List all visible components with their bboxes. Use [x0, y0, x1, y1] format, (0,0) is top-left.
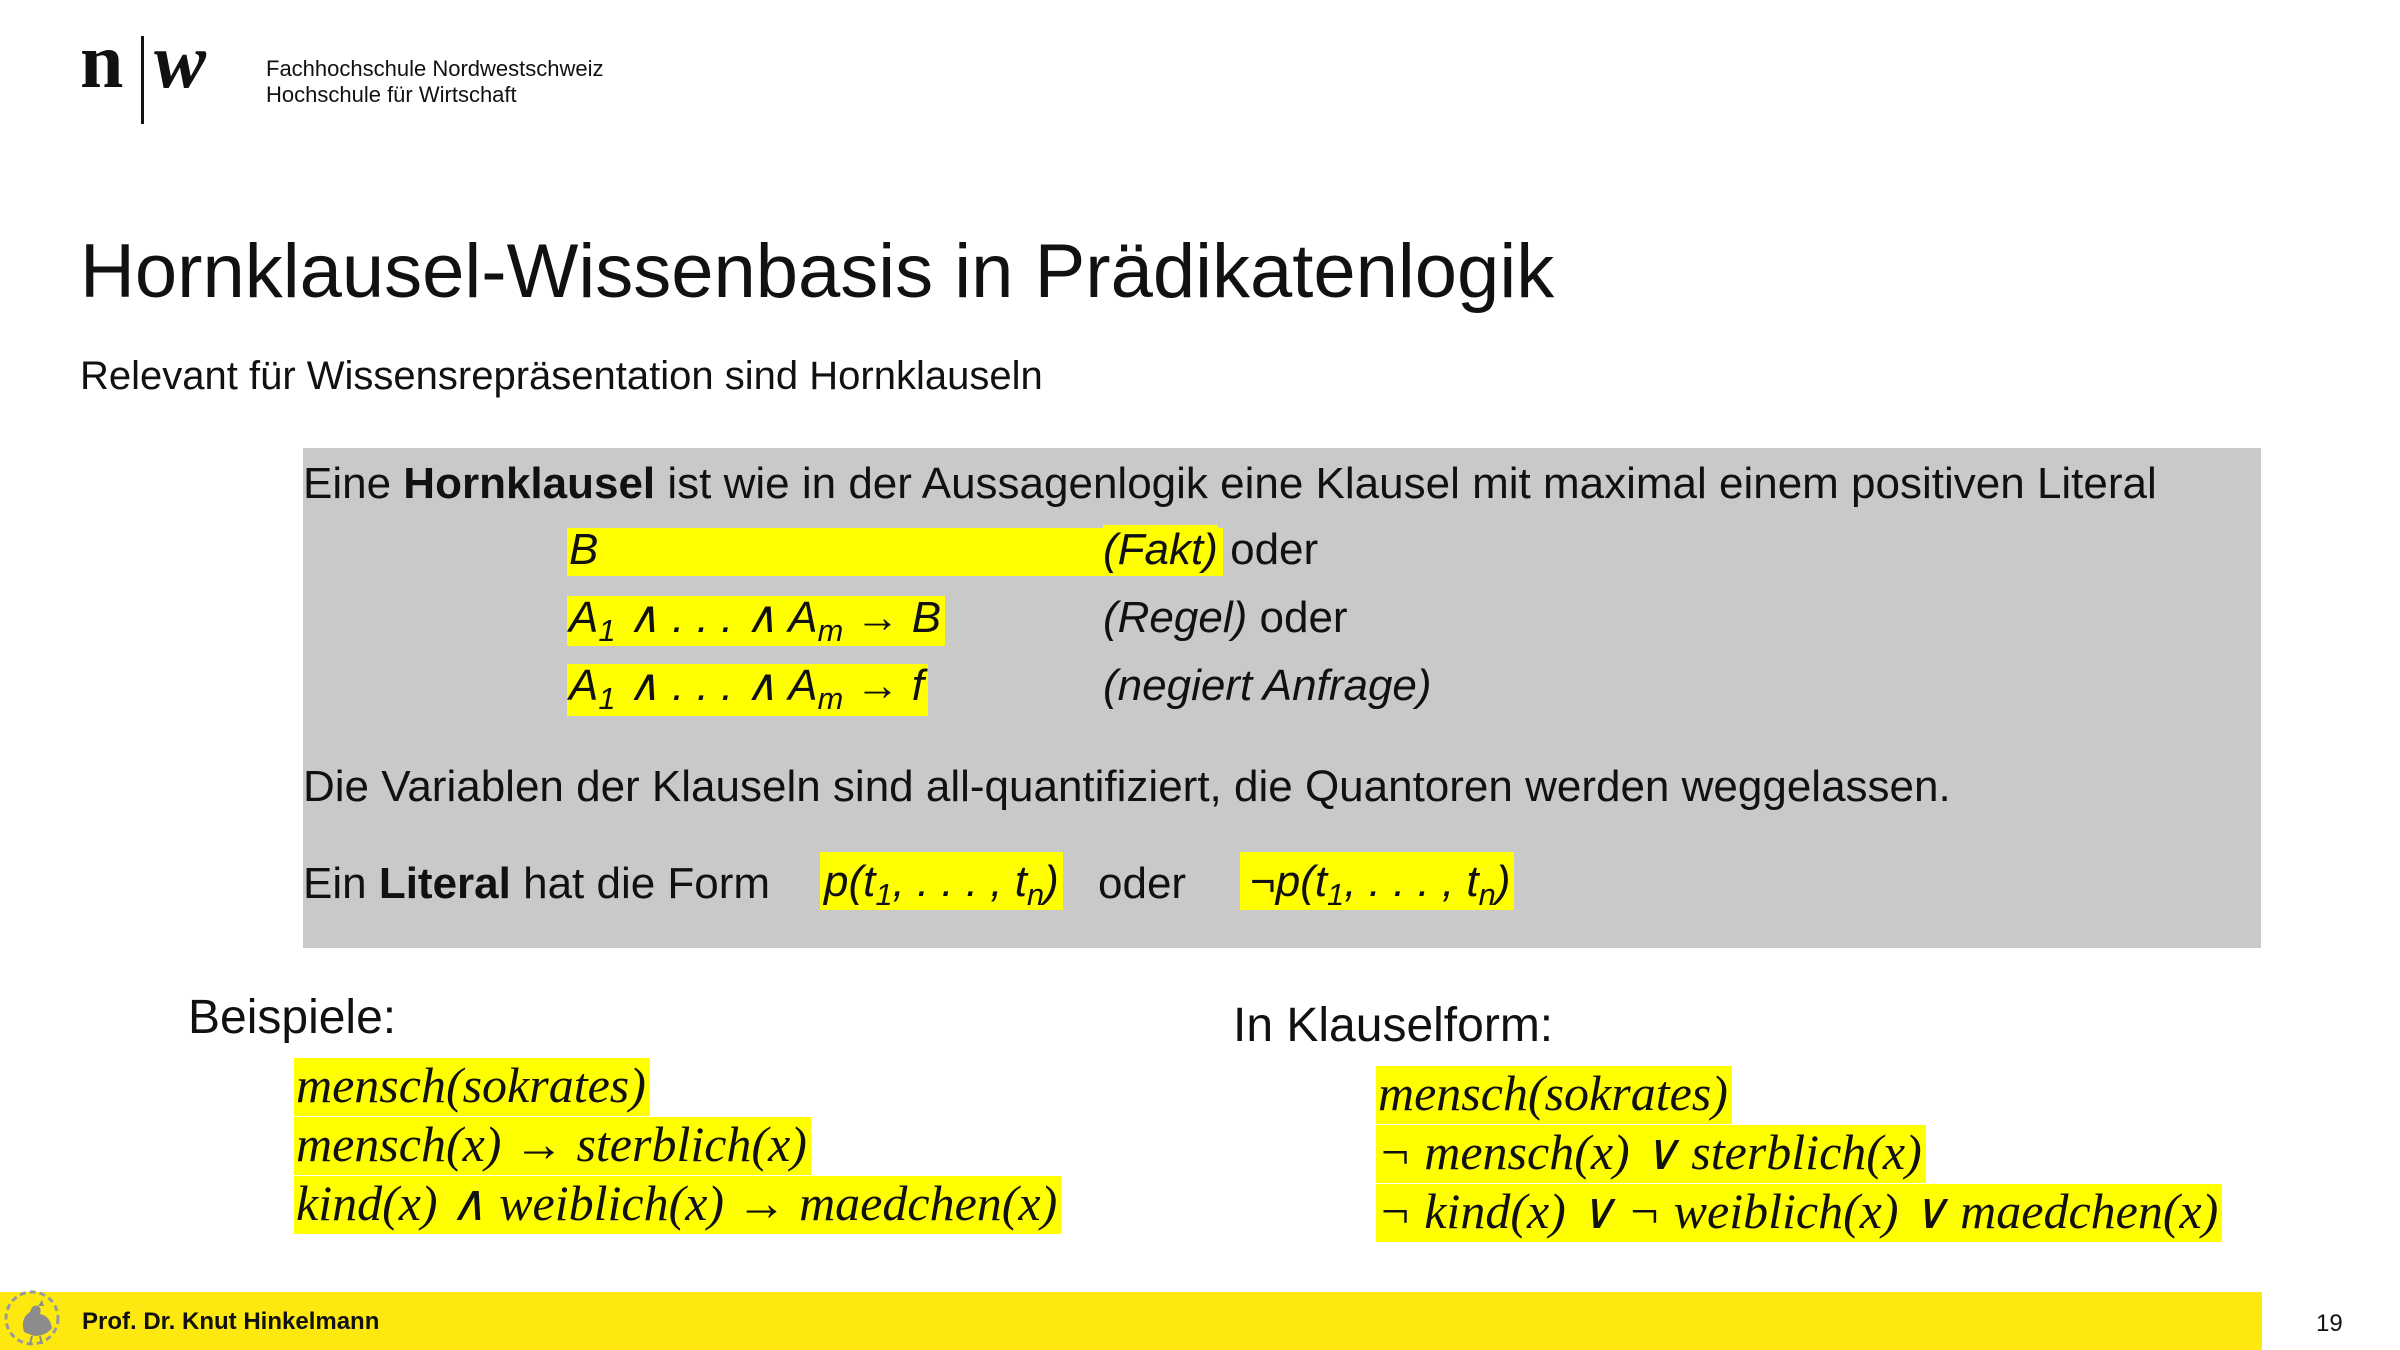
klauselform-heading: In Klauselform:: [1233, 999, 1554, 1052]
rooster-logo-icon: [4, 1290, 60, 1346]
regel-label: (Regel) oder: [1103, 593, 1348, 642]
footer-bar: [0, 1292, 2262, 1350]
literal-oder: oder: [1098, 859, 1187, 908]
clause-rule: ¬ kind(x) ∨ ¬ weiblich(x) ∨ maedchen(x): [1376, 1184, 2223, 1242]
literal-term: Literal: [378, 859, 511, 908]
clause-rule: ¬ mensch(x) ∨ sterblich(x): [1376, 1125, 1926, 1183]
logo-divider: [141, 36, 144, 124]
institution-name: Fachhochschule Nordwestschweiz: [266, 56, 604, 81]
anfrage-formula: A1 ∧ . . . ∧ Am → f: [567, 664, 928, 716]
school-name: Hochschule für Wirtschaft: [266, 82, 517, 107]
logo-n-letter: n: [80, 17, 124, 104]
literal-definition: Ein Literal hat die Form: [303, 859, 771, 908]
logo-w-letter: w: [154, 17, 207, 104]
definition-line: Eine Hornklausel ist wie in der Aussagen…: [303, 459, 2157, 508]
negative-literal-formula: ¬p(t1, . . . , tn): [1240, 852, 1515, 910]
clause-fact: mensch(sokrates): [1376, 1066, 1732, 1124]
positive-literal-formula: p(t1, . . . , tn): [820, 852, 1063, 910]
example-rule: mensch(x) → sterblich(x): [294, 1117, 811, 1175]
slide-subtitle: Relevant für Wissensrepräsentation sind …: [80, 354, 1043, 398]
author-name: Prof. Dr. Knut Hinkelmann: [82, 1308, 380, 1335]
page-number: 19: [2316, 1310, 2343, 1337]
beispiele-heading: Beispiele:: [188, 991, 397, 1044]
slide-title: Hornklausel-Wissenbasis in Prädikatenlog…: [80, 229, 1555, 314]
example-rule: kind(x) ∧ weiblich(x) → maedchen(x): [294, 1176, 1062, 1234]
fakt-label: (Fakt) oder: [1103, 525, 1319, 574]
anfrage-label: (negiert Anfrage): [1103, 661, 1432, 710]
hornklausel-term: Hornklausel: [403, 459, 656, 508]
regel-formula: A1 ∧ . . . ∧ Am → B: [567, 596, 946, 646]
example-fact: mensch(sokrates): [294, 1058, 650, 1116]
variablen-statement: Die Variablen der Klauseln sind all-quan…: [303, 762, 1951, 811]
